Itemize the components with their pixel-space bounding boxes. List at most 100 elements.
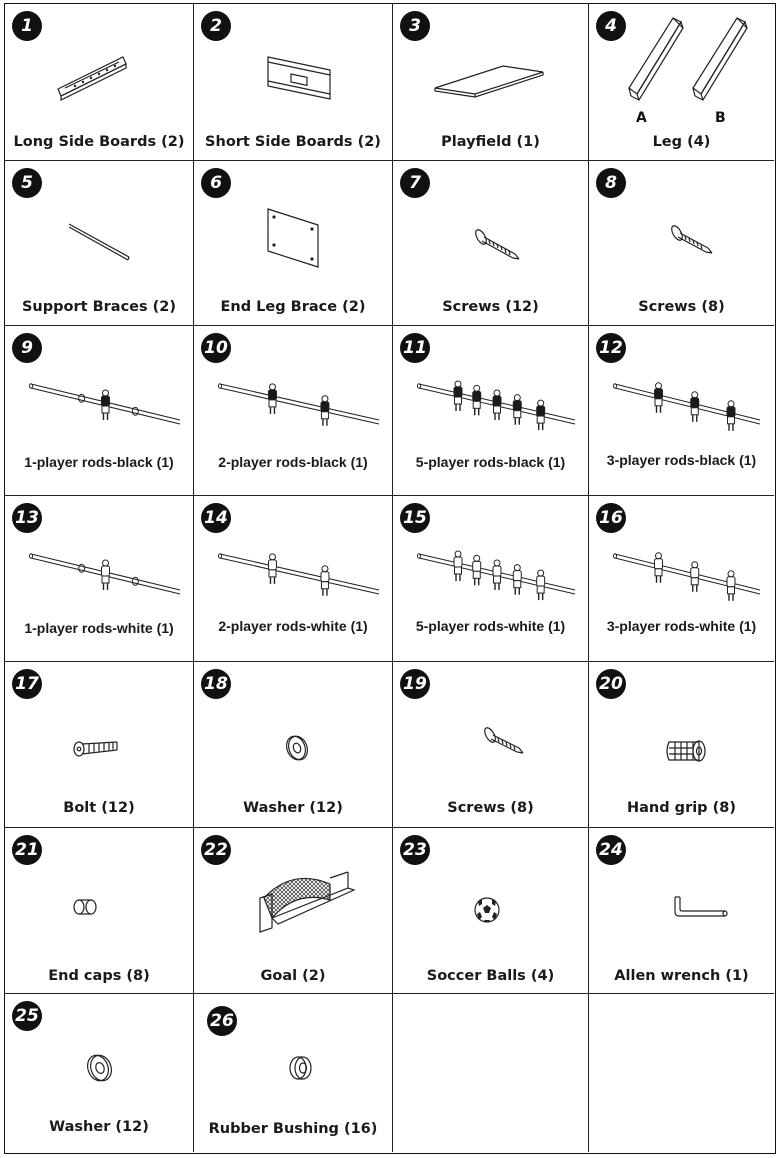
part-cell-12: 12 3-player rods-black (1) [589, 326, 774, 496]
part-label: End Leg Brace (2) [220, 299, 366, 315]
part-number-badge: 7 [400, 168, 430, 198]
part-number-badge: 10 [201, 333, 231, 363]
rod-illustration [29, 383, 181, 425]
screw-illustration [671, 225, 713, 254]
part-cell-24: 24 Allen wrench (1) [589, 828, 774, 994]
part-number-badge: 25 [12, 1001, 42, 1031]
part-number-badge: 20 [596, 669, 626, 699]
part-cell-16: 16 3-player rods-white (1) [589, 496, 774, 662]
part-number-badge: 24 [596, 835, 626, 865]
part-cell-7: 7 Screws (12) [393, 161, 589, 326]
part-number-badge: 9 [12, 333, 42, 363]
leg-illustration [628, 17, 748, 102]
part-number-badge: 5 [12, 168, 42, 198]
part-cell-3: 3 Playfield (1) [393, 4, 589, 161]
part-number-badge: 16 [596, 503, 626, 533]
rod-illustration [218, 383, 380, 426]
part-number-badge: 23 [400, 835, 430, 865]
part-cell-25: 25 Washer (12) [5, 994, 194, 1152]
part-cell-18: 18 Washer (12) [194, 662, 393, 828]
part-label: Screws (8) [447, 800, 534, 816]
part-number-badge: 1 [12, 11, 42, 41]
player-figure [726, 400, 736, 431]
leg-sublabel-a: A [636, 110, 647, 126]
rod-illustration [613, 552, 761, 601]
part-cell-15: 15 5-player rods-white (1) [393, 496, 589, 662]
part-cell-9: 9 1-player rods-black (1) [5, 326, 194, 496]
rod-illustration [613, 382, 761, 431]
part-number-badge: 19 [400, 669, 430, 699]
washer-illustration [87, 1054, 112, 1082]
empty-cell [393, 994, 589, 1152]
end-cap-illustration [73, 899, 97, 915]
player-figure [654, 552, 663, 583]
part-label: 1-player rods-black (1) [24, 454, 174, 470]
part-cell-19: 19 Screws (8) [393, 662, 589, 828]
part-number-badge: 2 [201, 11, 231, 41]
playfield-illustration [434, 65, 544, 98]
part-label: Rubber Bushing (16) [208, 1121, 378, 1137]
allen-wrench-illustration [674, 896, 728, 917]
part-cell-1: 1 Long Side Boards (2) [5, 4, 194, 161]
player-figure [472, 384, 482, 416]
player-figure [654, 382, 663, 413]
player-figure [267, 553, 277, 584]
rod-illustration [218, 553, 380, 596]
part-label: 2-player rods-white (1) [218, 618, 368, 634]
part-number-badge: 14 [201, 503, 231, 533]
part-label: Screws (8) [638, 299, 725, 315]
part-label: Playfield (1) [441, 134, 540, 150]
player-figure [320, 395, 330, 426]
part-number-badge: 11 [400, 333, 430, 363]
part-label: Screws (12) [442, 299, 539, 315]
player-figure [690, 391, 700, 422]
part-number-badge: 18 [201, 669, 231, 699]
part-number-badge: 17 [12, 669, 42, 699]
player-figure [536, 569, 546, 601]
washer-illustration [285, 735, 309, 761]
end-leg-brace-illustration [267, 208, 319, 268]
part-label: Goal (2) [260, 968, 326, 984]
soccer-ball-illustration [474, 897, 500, 923]
part-number-badge: 21 [12, 835, 42, 865]
part-label: Soccer Balls (4) [426, 968, 555, 984]
part-number-badge: 12 [596, 333, 626, 363]
part-cell-13: 13 1-player rods-white (1) [5, 496, 194, 662]
part-label: Short Side Boards (2) [205, 134, 381, 150]
part-cell-8: 8 Screws (8) [589, 161, 774, 326]
short-side-board-illustration [267, 56, 331, 100]
part-label: 5-player rods-white (1) [415, 618, 566, 634]
part-number-badge: 6 [201, 168, 231, 198]
leg-sublabel-b: B [715, 110, 726, 126]
player-figure [320, 565, 330, 596]
part-number-badge: 8 [596, 168, 626, 198]
part-label: 2-player rods-black (1) [218, 454, 368, 470]
parts-list-sheet: 1 Long Side Boards (2) 2 Short Side Bo [4, 3, 776, 1154]
part-label: 1-player rods-white (1) [24, 620, 174, 636]
part-label: Washer (12) [49, 1119, 149, 1135]
player-figure [492, 559, 502, 590]
part-cell-20: 20 Hand grip (8) [589, 662, 774, 828]
part-label: Bolt (12) [63, 800, 135, 816]
player-figure [492, 389, 502, 420]
player-figure [512, 394, 522, 425]
player-figure [267, 383, 277, 414]
part-cell-11: 11 5-player rods-black (1) [393, 326, 589, 496]
part-cell-21: 21 End caps (8) [5, 828, 194, 994]
part-cell-4: 4 A B Leg (4) [589, 4, 774, 161]
screw-illustration [484, 727, 524, 754]
part-label: 3-player rods-white (1) [606, 618, 757, 634]
player-figure [453, 550, 463, 581]
part-label: Washer (12) [243, 800, 343, 816]
part-cell-2: 2 Short Side Boards (2) [194, 4, 393, 161]
part-label: Long Side Boards (2) [13, 134, 185, 150]
part-number-badge: 15 [400, 503, 430, 533]
rod-illustration [29, 553, 181, 595]
part-number-badge: 3 [400, 11, 430, 41]
part-label: End caps (8) [48, 968, 150, 984]
empty-cell [589, 994, 774, 1152]
part-cell-22: 22 Goal (2) [194, 828, 393, 994]
part-cell-6: 6 End Leg Brace (2) [194, 161, 393, 326]
part-cell-23: 23 Soccer Balls (4) [393, 828, 589, 994]
screw-illustration [475, 229, 520, 260]
